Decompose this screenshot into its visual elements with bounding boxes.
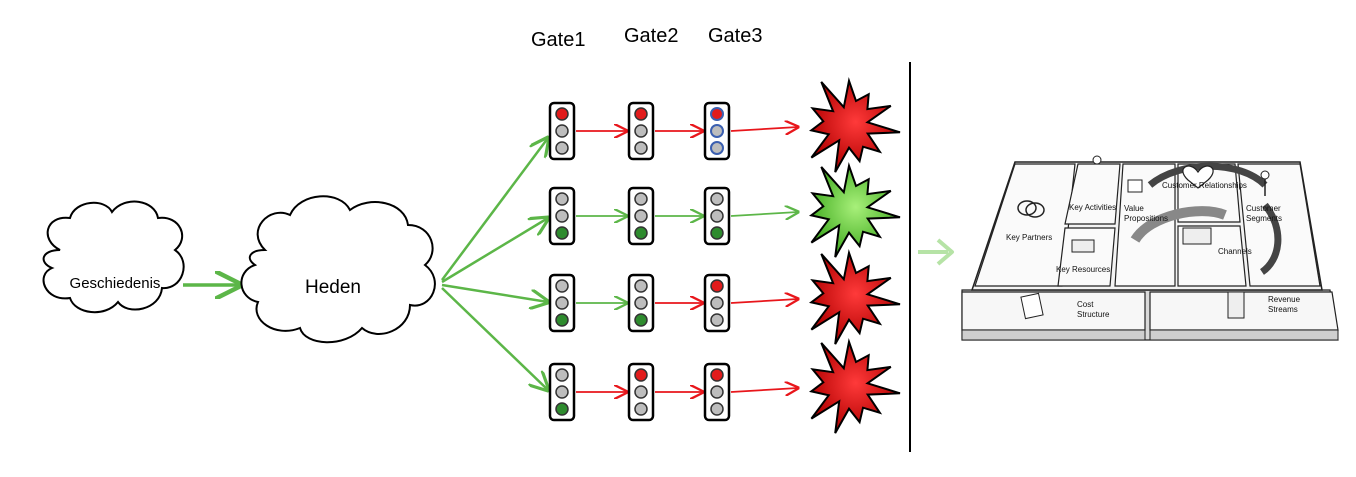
signal-lamp: [555, 141, 569, 155]
signal-lamp: [710, 279, 724, 293]
signal-lamp: [634, 107, 648, 121]
signal-lamp: [710, 209, 724, 223]
document-icon: [1020, 292, 1044, 320]
signal-lamp: [634, 313, 648, 327]
bm-label-key-partners: Key Partners: [1006, 233, 1052, 242]
bm-label-line: Cost: [1077, 300, 1094, 309]
signal-lamp: [555, 402, 569, 416]
worker-icon: [1092, 155, 1102, 165]
signal-lamp: [710, 226, 724, 240]
business-model-canvas: Key Partners Key Activities Key Resource…: [961, 155, 1339, 341]
resources-icon: [1071, 239, 1095, 253]
traffic-light: [548, 362, 576, 422]
arrow-to-business-model: [918, 238, 954, 266]
bm-label-line: Propositions: [1124, 214, 1168, 223]
bm-label-line: Value: [1124, 204, 1144, 213]
rings-icon: [1017, 200, 1037, 216]
bm-cost-structure-block: [961, 291, 1146, 341]
traffic-light: [703, 186, 731, 246]
traffic-light: [627, 362, 655, 422]
traffic-light: [627, 186, 655, 246]
signal-lamp: [634, 192, 648, 206]
scenario-rows: [548, 76, 901, 434]
flow-arrow: [730, 299, 798, 303]
bm-label-customer-relationships: Customer Relationships: [1162, 181, 1247, 190]
signal-lamp: [555, 192, 569, 206]
bm-label-key-activities: Key Activities: [1069, 203, 1116, 212]
signal-lamp: [710, 313, 724, 327]
bm-label-line: Structure: [1077, 310, 1110, 319]
scenario-row: [548, 248, 901, 345]
signal-lamp: [555, 279, 569, 293]
failure-burst: [808, 248, 901, 345]
signal-lamp: [634, 385, 648, 399]
signal-lamp: [710, 368, 724, 382]
failure-burst: [808, 76, 901, 173]
flow-arrow: [730, 388, 798, 392]
traffic-light: [548, 101, 576, 161]
traffic-light: [548, 273, 576, 333]
gate-label-3: Gate3: [708, 25, 762, 47]
signal-lamp: [555, 368, 569, 382]
signal-lamp: [634, 209, 648, 223]
scenario-row: [548, 337, 901, 434]
signal-lamp: [634, 279, 648, 293]
signal-lamp: [634, 402, 648, 416]
signal-lamp: [555, 209, 569, 223]
signal-lamp: [710, 141, 724, 155]
cloud-heden: Heden: [240, 195, 436, 344]
signal-lamp: [634, 368, 648, 382]
signal-lamp: [710, 385, 724, 399]
register-icon: [1227, 291, 1245, 319]
signal-lamp: [710, 192, 724, 206]
signal-lamp: [710, 402, 724, 416]
signal-lamp: [710, 296, 724, 310]
bm-label-line: Revenue: [1268, 295, 1301, 304]
signal-lamp: [634, 124, 648, 138]
signal-lamp: [634, 226, 648, 240]
cloud-geschiedenis: Geschiedenis: [42, 200, 185, 314]
gate-label-1: Gate1: [531, 29, 585, 51]
traffic-light: [703, 273, 731, 333]
failure-burst: [808, 337, 901, 434]
bm-label-channels: Channels: [1218, 247, 1252, 256]
signal-lamp: [555, 313, 569, 327]
signal-lamp: [555, 385, 569, 399]
traffic-light: [703, 362, 731, 422]
person-icon: [1260, 170, 1270, 180]
cloud-label-geschiedenis: Geschiedenis: [70, 275, 161, 292]
scenario-row: [548, 76, 901, 173]
fanout-arrows: [440, 138, 548, 390]
scenario-row: [548, 161, 901, 258]
signal-lamp: [710, 107, 724, 121]
traffic-light: [627, 101, 655, 161]
bm-label-line: Streams: [1268, 305, 1298, 314]
traffic-light: [703, 101, 731, 161]
flow-arrow: [730, 127, 798, 131]
bm-label-line: Customer: [1246, 204, 1281, 213]
bm-label-line: Segments: [1246, 214, 1282, 223]
gate-label-2: Gate2: [624, 25, 678, 47]
signal-lamp: [710, 124, 724, 138]
traffic-light: [627, 273, 655, 333]
signal-lamp: [555, 296, 569, 310]
signal-lamp: [634, 296, 648, 310]
traffic-light: [548, 186, 576, 246]
truck-icon: [1182, 227, 1212, 245]
heart-icon: [1182, 165, 1214, 189]
flow-arrow: [730, 212, 798, 216]
gift-icon: [1127, 179, 1143, 193]
signal-lamp: [555, 124, 569, 138]
signal-lamp: [634, 141, 648, 155]
signal-lamp: [555, 226, 569, 240]
success-burst: [808, 161, 901, 258]
cloud-label-heden: Heden: [305, 277, 361, 298]
bm-label-key-resources: Key Resources: [1056, 265, 1110, 274]
signal-lamp: [555, 107, 569, 121]
